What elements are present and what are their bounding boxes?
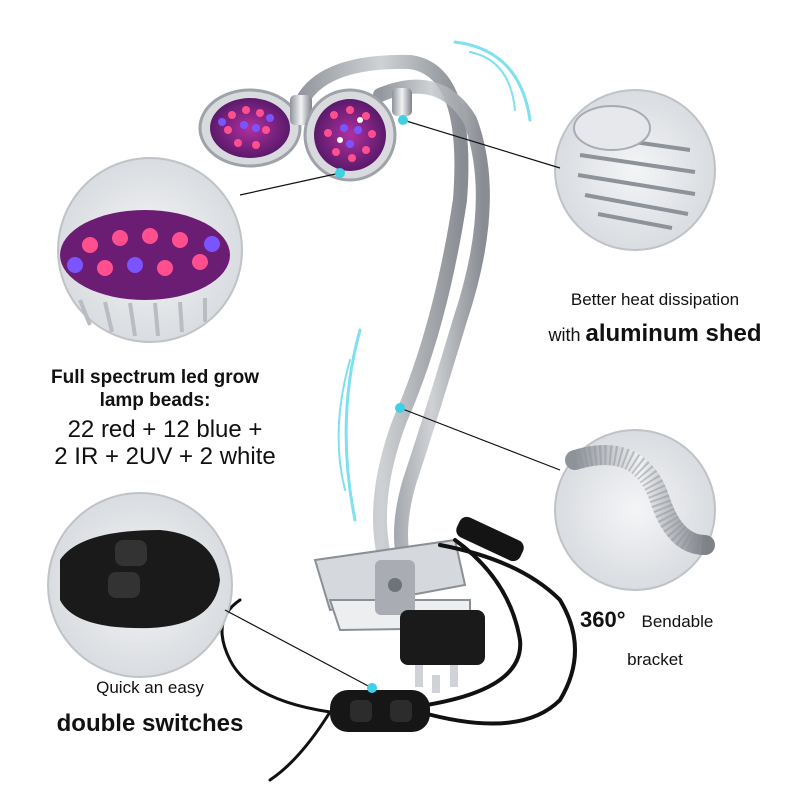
beads-title-line2: lamp beads: — [99, 390, 211, 411]
detail-circle-led-beads — [57, 157, 243, 343]
detail-circle-switch — [47, 492, 233, 678]
inline-switch — [330, 690, 430, 732]
detail-circle-heatsink — [554, 89, 716, 251]
callout-dots — [335, 115, 408, 693]
switch-caption-line2: double switches — [56, 710, 244, 737]
cyan-motion-arcs — [337, 40, 532, 522]
switch-caption-line1: Quick an easy — [96, 678, 204, 697]
heat-caption-prefix: with — [548, 325, 586, 345]
beads-line-4: 2 IR + 2UV + 2 white — [54, 443, 276, 470]
lamp-head-right — [303, 88, 412, 182]
beads-line-3: 22 red + 12 blue + — [67, 416, 263, 443]
lamp-head-left — [198, 88, 312, 168]
cable-connector — [456, 516, 524, 562]
gooseneck-arms — [293, 54, 490, 572]
heat-caption-bold: aluminum shed — [585, 320, 762, 347]
heat-caption-line1: Better heat dissipation — [570, 290, 740, 309]
power-adapter — [400, 610, 485, 693]
beads-title-line1: Full spectrum led grow — [51, 367, 259, 388]
detail-circle-gooseneck — [554, 429, 716, 591]
callout-pointers — [224, 119, 561, 689]
bracket-caption-line1: 360° Bendable — [580, 607, 713, 633]
beads-caption-title: Full spectrum led grow lamp beads: — [20, 366, 290, 412]
bracket-caption-line2: bracket — [627, 650, 683, 669]
bracket-word1: Bendable — [641, 612, 714, 631]
heat-caption-line2: with aluminum shed — [520, 320, 790, 348]
bracket-angle: 360° — [580, 607, 626, 632]
